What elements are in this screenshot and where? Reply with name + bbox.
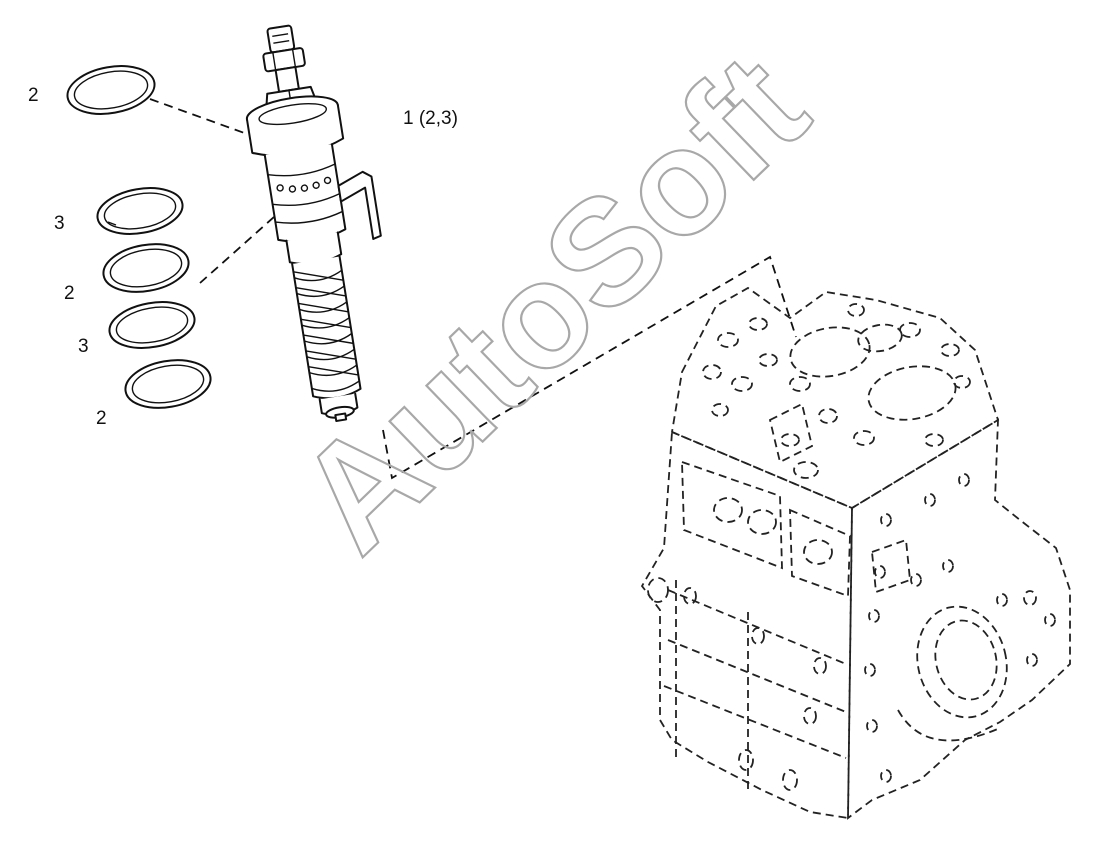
backup-ring-a	[96, 187, 184, 235]
o-ring-b	[102, 243, 190, 293]
o-ring-top	[66, 65, 156, 115]
callout-ring-b: 2	[64, 283, 75, 304]
engine-block	[640, 286, 1071, 820]
callout-ring-d: 2	[96, 408, 107, 429]
backup-ring-c	[108, 301, 196, 349]
leader-ring-group	[199, 199, 294, 284]
leader-injector-to-block	[382, 255, 797, 480]
callout-ring-a: 3	[54, 213, 65, 234]
watermark-text: AutoSoft	[266, 22, 838, 583]
injector-assembly	[245, 24, 382, 423]
o-ring-d	[124, 359, 212, 409]
callout-ring-top: 2	[28, 85, 39, 106]
callout-injector-assembly: 1 (2,3)	[403, 108, 458, 129]
callout-ring-c: 3	[78, 336, 89, 357]
